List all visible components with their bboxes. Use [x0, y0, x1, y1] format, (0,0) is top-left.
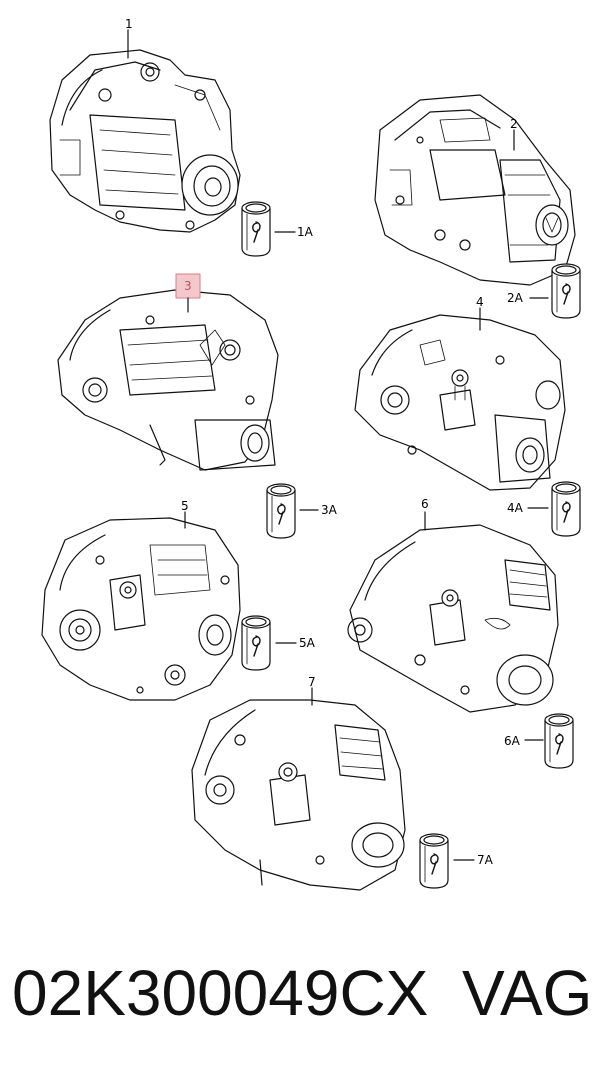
oil-can-6a-icon: [544, 713, 574, 769]
oil-can-2a-icon: [551, 263, 581, 319]
callout-7: 7: [308, 675, 316, 689]
oil-can-1a-icon: [241, 201, 271, 257]
gearbox-3-illustration: [57, 289, 279, 471]
callout-5: 5: [181, 499, 189, 513]
oil-can-5a-icon: [241, 615, 271, 671]
gearbox-5-illustration: [41, 517, 241, 701]
part-number: 02K300049CX: [12, 957, 429, 1029]
oil-can-7a-icon: [419, 833, 449, 889]
callout-3a: 3A: [321, 503, 338, 517]
oil-can-4a-icon: [551, 481, 581, 537]
callout-5a: 5A: [299, 636, 316, 650]
exploded-parts-diagram: 1 1A 2 2A: [41, 17, 581, 891]
callout-7a: 7A: [477, 853, 494, 867]
gearbox-2-illustration: [374, 94, 576, 286]
callout-4: 4: [476, 295, 484, 309]
brand-name: VAG: [462, 957, 593, 1029]
gearbox-6-illustration: [347, 524, 559, 713]
callout-1a: 1A: [297, 225, 314, 239]
callout-2a: 2A: [507, 291, 524, 305]
gearbox-7-illustration: [191, 699, 406, 891]
callout-6a: 6A: [504, 734, 521, 748]
callout-6: 6: [421, 497, 429, 511]
callout-1: 1: [125, 17, 133, 31]
gearbox-4-illustration: [354, 314, 566, 491]
part-footer: 02K300049CX VAG: [0, 948, 600, 1058]
callout-2: 2: [510, 117, 518, 131]
callout-4a: 4A: [507, 501, 524, 515]
callout-3: 3: [184, 279, 192, 293]
oil-can-3a-icon: [266, 483, 296, 539]
gearbox-1-illustration: [49, 49, 241, 233]
